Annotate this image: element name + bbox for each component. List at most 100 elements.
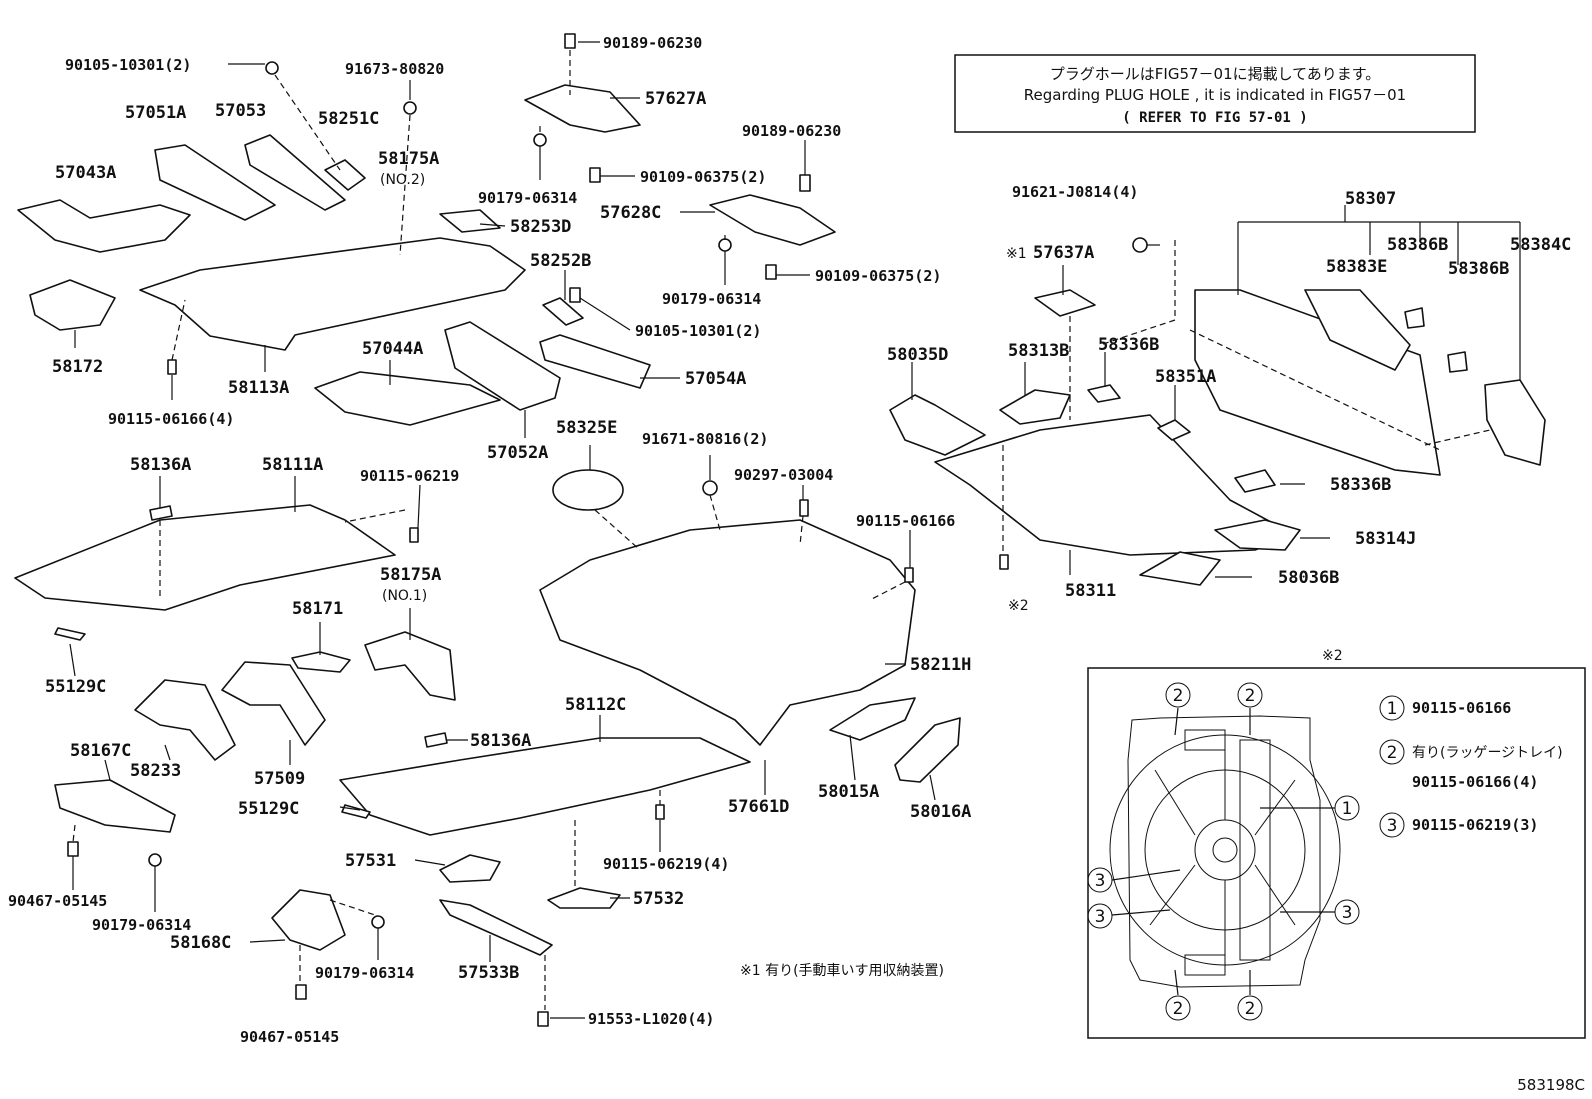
nut-90467-05145-a (67, 841, 79, 857)
label-58314j: 58314J (1355, 529, 1416, 549)
legend-item-2: 2 有り(ラッゲージトレイ) (1379, 739, 1563, 765)
label-58112c: 58112C (565, 695, 626, 715)
label-90115-06166-b: 90115-06166 (856, 512, 955, 530)
part-58233-shape (134, 679, 236, 761)
bolt-90115-06166-rear (999, 554, 1009, 570)
label-57052a: 57052A (487, 443, 548, 463)
inset-detail: ※2 2 2 1 (1087, 648, 1586, 1039)
part-58168c-shape (271, 889, 346, 951)
label-58307: 58307 (1345, 189, 1396, 209)
label-91553-l1020: 91553-L1020(4) (588, 1010, 714, 1028)
leader-lines (69, 41, 1521, 1019)
part-58167c-shape (54, 779, 176, 833)
svg-text:3: 3 (1387, 816, 1398, 836)
label-58171: 58171 (292, 599, 343, 619)
label-58311: 58311 (1065, 581, 1116, 601)
part-58325e-shape (552, 469, 624, 511)
label-58136a-a: 58136A (130, 455, 191, 475)
label-90189-06230-b: 90189-06230 (742, 122, 841, 140)
label-57531: 57531 (345, 851, 396, 871)
svg-text:2: 2 (1173, 686, 1184, 706)
inset-callout-5: 3 (1087, 903, 1113, 929)
part-57052a-shape (444, 321, 561, 411)
part-58313b-shape (999, 389, 1071, 425)
part-58386b-b-shape (1447, 351, 1468, 373)
part-58016a-shape (894, 717, 961, 783)
label-58325e: 58325E (556, 418, 617, 438)
clip-90179-06314-c (148, 853, 162, 867)
label-58035d: 58035D (887, 345, 948, 365)
label-58036b: 58036B (1278, 568, 1339, 588)
svg-text:2: 2 (1173, 999, 1184, 1019)
part-58384c-shape (1484, 379, 1546, 466)
figure-code: 583198C (1517, 1076, 1585, 1094)
label-58313b: 58313B (1008, 341, 1069, 361)
label-57533b: 57533B (458, 963, 519, 983)
clip-90179-06314-d (371, 915, 385, 929)
bolt-90109-06375-b (765, 264, 777, 280)
label-90179-06314-b: 90179-06314 (662, 290, 761, 308)
inset-tire-well-center (1212, 837, 1238, 863)
part-57051a-shape (154, 144, 276, 221)
part-58336b-bottom-shape (1234, 469, 1276, 493)
inset-title: ※2 (1322, 648, 1343, 664)
part-57509-shape (221, 661, 326, 746)
bolt-90115-06219-4 (655, 804, 665, 820)
label-58251c: 58251C (318, 109, 379, 129)
bolt-90189-06230-a (564, 33, 576, 49)
label-90179-06314-a: 90179-06314 (478, 189, 577, 207)
part-57044a-shape (314, 371, 501, 426)
part-58175a-no1-shape (364, 631, 456, 701)
label-58175a-no2: 58175A (378, 149, 439, 169)
label-57043a: 57043A (55, 163, 116, 183)
inset-callout-8: 2 (1237, 995, 1263, 1021)
label-57628c: 57628C (600, 203, 661, 223)
inset-slot-bottom (1184, 954, 1226, 976)
inset-legend: 1 90115-06166 2 有り(ラッゲージトレイ) 90115-06166… (1379, 695, 1563, 838)
part-58015a-shape (829, 697, 916, 741)
part-58351a-shape (1157, 419, 1191, 441)
inset-frame (1087, 667, 1586, 1039)
label-57627a: 57627A (645, 89, 706, 109)
part-58112c-shape (339, 737, 751, 836)
inset-callout-4: 3 (1087, 867, 1113, 893)
part-57043a-shape (17, 199, 191, 253)
part-58386b-a-shape (1404, 307, 1425, 329)
svg-text:2: 2 (1245, 686, 1256, 706)
bolt-91553-l1020 (537, 1011, 549, 1027)
label-no1: (NO.1) (382, 588, 427, 604)
inset-slot-top (1184, 729, 1226, 751)
bolt-91621-j0814 (1132, 237, 1148, 253)
part-58113a-shape (139, 237, 526, 351)
nut-90467-05145-b (295, 984, 307, 1000)
part-58211h-shape (539, 519, 916, 746)
label-58175a-no1: 58175A (380, 565, 441, 585)
part-58336b-top-shape (1087, 384, 1121, 403)
label-91671-80816: 91671-80816(2) (642, 430, 768, 448)
label-no2: (NO.2) (380, 172, 425, 188)
svg-text:2: 2 (1245, 999, 1256, 1019)
label-91621-j0814: 91621-J0814(4) (1012, 183, 1138, 201)
label-mark1: ※1 (1006, 246, 1027, 262)
label-57053: 57053 (215, 101, 266, 121)
svg-text:1: 1 (1342, 799, 1353, 819)
part-58035d-shape (889, 394, 986, 456)
part-57054a-shape (539, 334, 651, 389)
legend-item-3: 3 90115-06219(3) (1379, 812, 1538, 838)
label-90115-06219-a: 90115-06219 (360, 467, 459, 485)
part-58171-shape (291, 651, 351, 673)
inset-floor-outline (1127, 715, 1321, 988)
label-57054a: 57054A (685, 369, 746, 389)
inset-callout-7: 2 (1165, 995, 1191, 1021)
label-90297-03004: 90297-03004 (734, 466, 833, 484)
part-58314j-shape (1214, 519, 1301, 551)
note-line-1: プラグホールはFIG57－01に掲載してあります。 (1050, 65, 1380, 83)
part-57532-shape (547, 887, 621, 909)
legend-text-1: 90115-06166 (1412, 699, 1511, 717)
label-58233: 58233 (130, 761, 181, 781)
note-line-3: ( REFER TO FIG 57-01 ) (1122, 110, 1307, 126)
bolt-90297-03004 (799, 499, 809, 517)
svg-text:1: 1 (1387, 699, 1398, 719)
clip-90179-06314-b (718, 238, 732, 252)
part-58252b-shape (542, 297, 584, 326)
